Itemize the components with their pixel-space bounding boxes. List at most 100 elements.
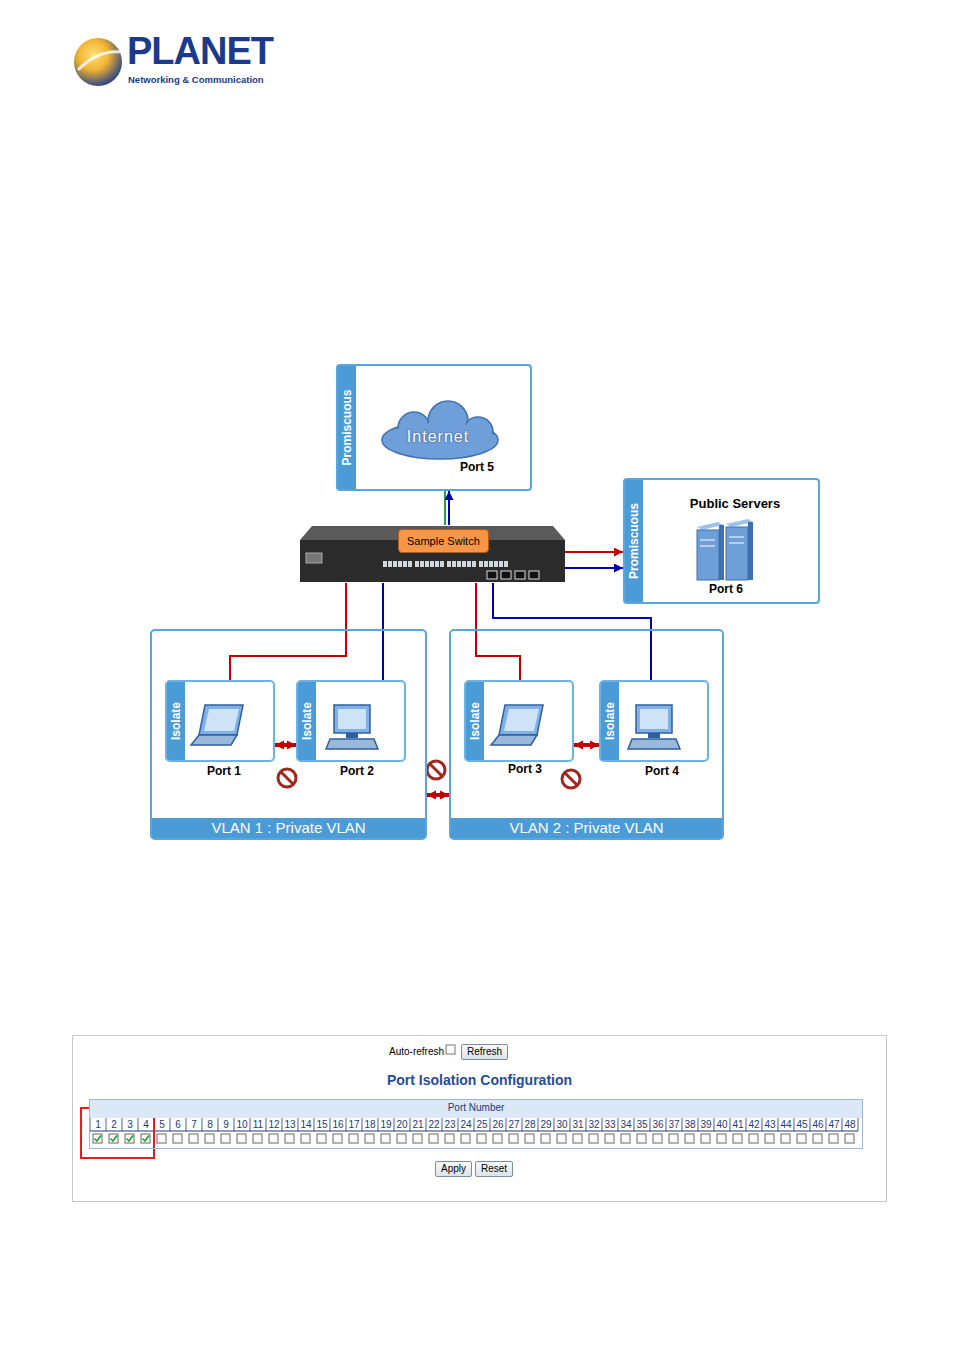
art-shape xyxy=(393,561,397,567)
art-shape xyxy=(472,561,476,567)
port-number: 9 xyxy=(218,1118,234,1131)
port-number: 34 xyxy=(618,1118,634,1131)
logo-wordmark: PLANET xyxy=(127,30,273,72)
port-number: 8 xyxy=(202,1118,218,1131)
port-number: 30 xyxy=(554,1118,570,1131)
port-number: 43 xyxy=(762,1118,778,1131)
art-shape xyxy=(487,571,497,579)
art-shape xyxy=(457,561,461,567)
port-label: Port 1 xyxy=(207,764,241,778)
table-header: Port Number xyxy=(90,1102,862,1113)
art-shape xyxy=(489,561,493,567)
port-number: 4 xyxy=(138,1118,154,1131)
art-shape xyxy=(501,571,511,579)
port-number: 16 xyxy=(330,1118,346,1131)
port-number: 17 xyxy=(346,1118,362,1131)
port-number: 21 xyxy=(410,1118,426,1131)
art-shape xyxy=(529,571,539,579)
art-shape xyxy=(435,561,439,567)
port-number: 19 xyxy=(378,1118,394,1131)
isolated-port-box: IsolatePort 2 xyxy=(296,680,406,762)
port-number: 40 xyxy=(714,1118,730,1131)
logo-swoosh xyxy=(78,52,120,70)
checkbox-label: Auto-refresh xyxy=(389,1046,444,1057)
port-number: 12 xyxy=(266,1118,282,1131)
blocked-arrow xyxy=(427,793,449,797)
port-number: 26 xyxy=(490,1118,506,1131)
art-shape xyxy=(408,561,412,567)
promiscuous-panel: PromiscuousPublic ServersPort 6 xyxy=(623,478,820,604)
switch-body xyxy=(300,526,565,582)
port-label: Port 5 xyxy=(460,460,494,474)
link-line xyxy=(565,551,623,553)
button: Reset xyxy=(475,1161,513,1177)
art-shape xyxy=(306,553,322,563)
button: Apply xyxy=(435,1161,472,1177)
port-number: 23 xyxy=(442,1118,458,1131)
vlan-group: IsolatePort 1IsolatePort 2VLAN 1 : Priva… xyxy=(150,629,427,840)
port-number: 35 xyxy=(634,1118,650,1131)
port-label: Port 2 xyxy=(340,764,374,778)
art-shape xyxy=(479,561,483,567)
port-number: 33 xyxy=(602,1118,618,1131)
port-number: 41 xyxy=(730,1118,746,1131)
port-number: 48 xyxy=(842,1118,858,1131)
art-shape xyxy=(484,561,488,567)
port-table: Port Number xyxy=(89,1099,863,1149)
port-number: 25 xyxy=(474,1118,490,1131)
switch-label: Sample Switch xyxy=(398,529,489,553)
band-label: Isolate xyxy=(601,682,619,760)
port-number: 22 xyxy=(426,1118,442,1131)
port-number: 20 xyxy=(394,1118,410,1131)
switch-ports xyxy=(383,561,539,579)
art-shape xyxy=(462,561,466,567)
art-shape xyxy=(504,561,508,567)
button: Refresh xyxy=(461,1044,508,1060)
port-number: 6 xyxy=(170,1118,186,1131)
port-number: 10 xyxy=(234,1118,250,1131)
art-shape xyxy=(467,561,471,567)
logo-tagline: Networking & Communication xyxy=(128,74,264,85)
vlan-group: IsolatePort 3IsolatePort 4VLAN 2 : Priva… xyxy=(449,629,724,840)
art-shape xyxy=(388,561,392,567)
logo-globe xyxy=(74,38,122,86)
art-shape xyxy=(415,561,419,567)
switch: Sample Switch xyxy=(300,525,565,583)
link-line xyxy=(448,491,450,525)
isolated-port-box: IsolatePort 4 xyxy=(599,680,709,762)
band-label: Isolate xyxy=(466,682,484,760)
port-number: 11 xyxy=(250,1118,266,1131)
port-number: 36 xyxy=(650,1118,666,1131)
button-label: Reset xyxy=(481,1163,507,1175)
port-number: 28 xyxy=(522,1118,538,1131)
art-shape xyxy=(452,561,456,567)
port-number: 1 xyxy=(90,1118,106,1131)
port-number: 14 xyxy=(298,1118,314,1131)
port-number: 42 xyxy=(746,1118,762,1131)
art-shape xyxy=(383,561,387,567)
uplink-line xyxy=(444,491,446,525)
promiscuous-panel: PromiscuousInternetPort 5 xyxy=(336,364,532,491)
port-number: 27 xyxy=(506,1118,522,1131)
port-number: 15 xyxy=(314,1118,330,1131)
port-number: 38 xyxy=(682,1118,698,1131)
isolated-port-box: IsolatePort 1 xyxy=(165,680,275,762)
checkbox xyxy=(446,1045,455,1054)
prohibited-symbol xyxy=(427,761,445,779)
art-shape xyxy=(425,561,429,567)
vlan-label: VLAN 1 : Private VLAN xyxy=(152,818,425,838)
band-label: Isolate xyxy=(167,682,185,760)
port-number: 3 xyxy=(122,1118,138,1131)
port-number: 39 xyxy=(698,1118,714,1131)
port-number: 32 xyxy=(586,1118,602,1131)
art-shape xyxy=(430,764,442,776)
cloud-label: Internet xyxy=(388,428,488,446)
port-number: 44 xyxy=(778,1118,794,1131)
port-number: 47 xyxy=(826,1118,842,1131)
art-shape xyxy=(447,561,451,567)
isolated-port-box: IsolatePort 3 xyxy=(464,680,574,762)
art-shape xyxy=(440,561,444,567)
port-number: 31 xyxy=(570,1118,586,1131)
